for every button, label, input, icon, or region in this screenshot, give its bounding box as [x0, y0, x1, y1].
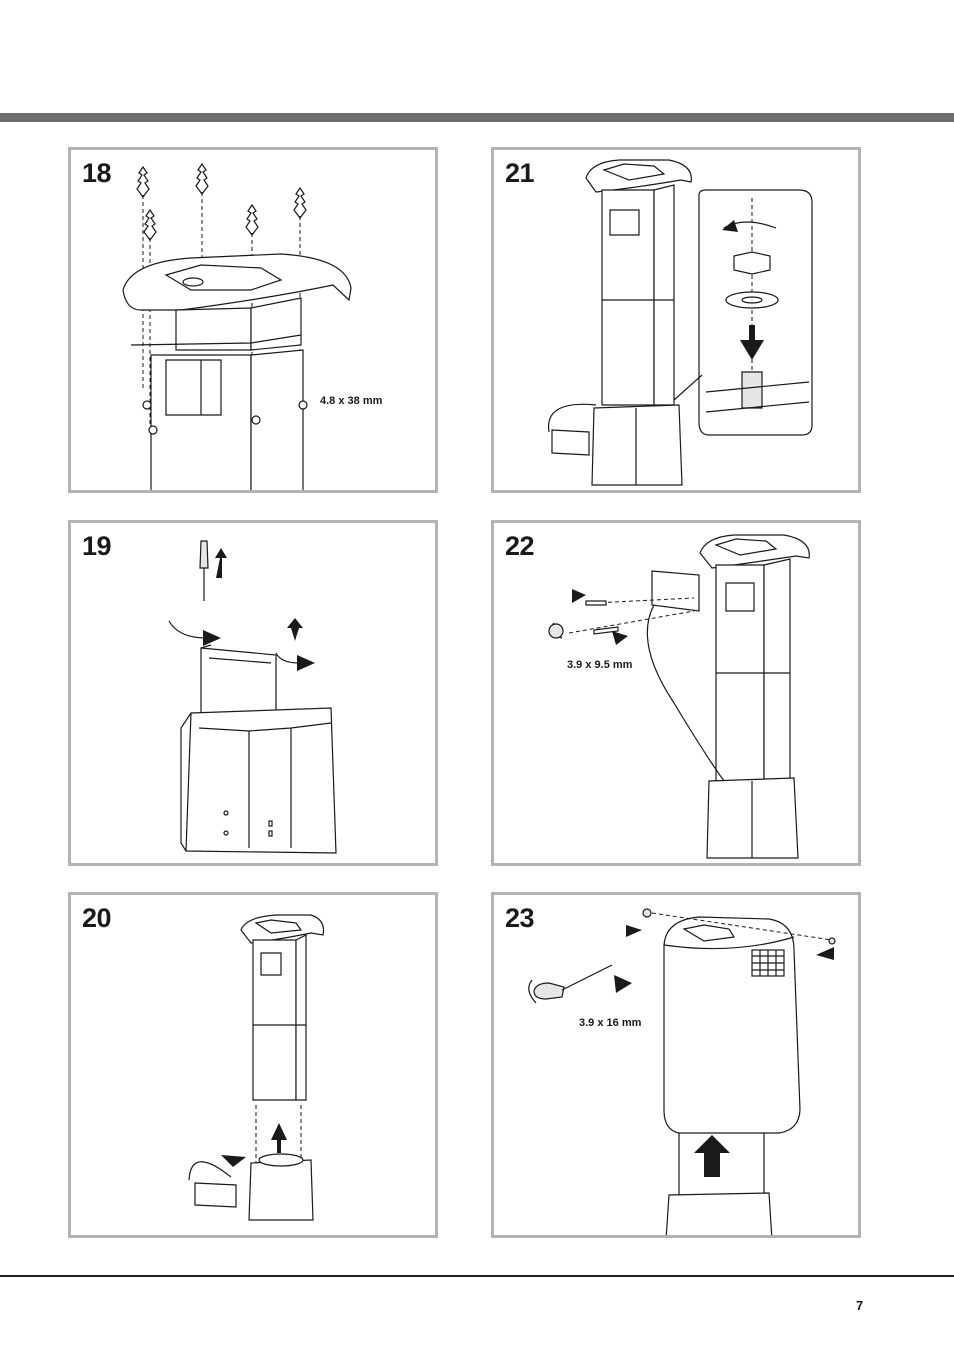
step-22-panel: 22 3.9 x 9.5 mm — [491, 520, 861, 866]
step-23-panel: 23 3.9 x 16 mm — [491, 892, 861, 1238]
footer-rule — [0, 1275, 954, 1277]
step-number: 21 — [505, 158, 534, 189]
screw-size-caption: 4.8 x 38 mm — [320, 395, 382, 407]
screw-size-caption: 3.9 x 16 mm — [579, 1017, 641, 1029]
step-number: 20 — [82, 903, 111, 934]
step-21-panel: 21 — [491, 147, 861, 493]
step-18-panel: 18 4.8 x 38 mm — [68, 147, 438, 493]
step-number: 19 — [82, 531, 111, 562]
step-21-illustration — [494, 150, 858, 490]
step-18-illustration — [71, 150, 435, 490]
step-20-panel: 20 — [68, 892, 438, 1238]
step-number: 22 — [505, 531, 534, 562]
step-20-illustration — [71, 895, 435, 1235]
step-23-illustration — [494, 895, 858, 1235]
page-number: 7 — [856, 1298, 863, 1313]
wall-plugs — [137, 164, 306, 240]
screw-size-caption: 3.9 x 9.5 mm — [567, 659, 632, 671]
step-number: 23 — [505, 903, 534, 934]
step-number: 18 — [82, 158, 111, 189]
step-19-panel: 19 — [68, 520, 438, 866]
step-19-illustration — [71, 523, 435, 863]
header-bar — [0, 113, 954, 122]
step-22-illustration — [494, 523, 858, 863]
